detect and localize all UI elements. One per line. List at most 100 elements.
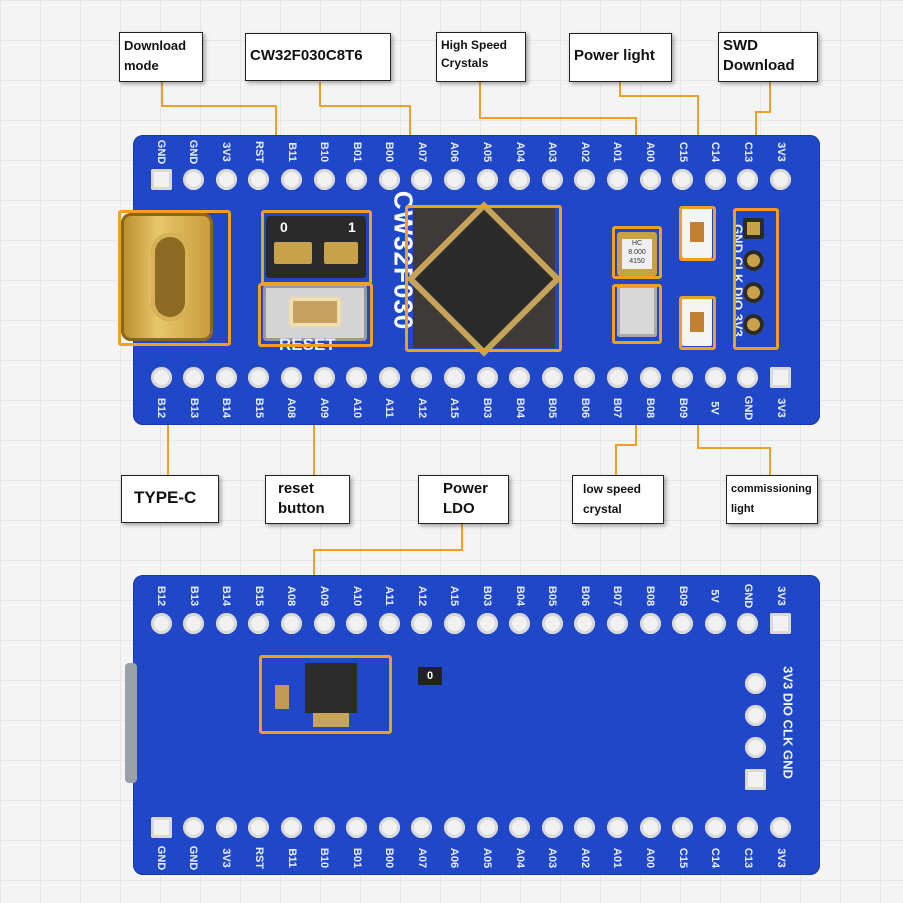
highlight-debug-led (679, 296, 716, 350)
usb-c-connector (121, 213, 213, 341)
header-pin (476, 367, 498, 388)
pin-label: 3V3 (774, 398, 787, 418)
pin-label: GND (154, 845, 167, 871)
callout-high-speed-crystals: High Speed Crystals (436, 32, 526, 82)
pin-label: B07 (611, 585, 624, 607)
pin-label: GND (187, 139, 200, 165)
header-pin (411, 169, 433, 190)
pin-label: B15 (252, 397, 265, 419)
header-pin (280, 817, 302, 838)
header-pin (280, 367, 302, 388)
header-pin (704, 169, 726, 190)
header-pin (672, 169, 694, 190)
pin-label: GND (741, 583, 754, 609)
header-pin (509, 817, 531, 838)
header-pin (672, 817, 694, 838)
header-pin (574, 169, 596, 190)
pin-label: B13 (187, 585, 200, 607)
jumper-label-0: 0 (280, 219, 288, 235)
pin-label: A06 (448, 847, 461, 869)
header-pin (215, 613, 237, 634)
header-pin (606, 367, 628, 388)
header-pin (280, 169, 302, 190)
header-pin (183, 169, 205, 190)
pin-label: B00 (383, 847, 396, 869)
header-pin (346, 817, 368, 838)
pin-label: A04 (513, 847, 526, 869)
header-pin (443, 169, 465, 190)
pin-label: A11 (383, 586, 396, 606)
pin-label: A10 (350, 585, 363, 607)
pin-label: B09 (676, 585, 689, 607)
highlight-usb-c (118, 210, 231, 346)
callout-power-light: Power light (569, 33, 672, 82)
callout-swd-download: SWD Download (718, 32, 818, 82)
pin-label: A06 (448, 141, 461, 163)
pin-label: B11 (285, 142, 298, 162)
header-pin (639, 367, 661, 388)
header-pin (378, 169, 400, 190)
header-pin (639, 817, 661, 838)
header-pin (183, 817, 205, 838)
pin-label: GND (741, 395, 754, 421)
swd-pin (743, 218, 764, 239)
header-pin (411, 367, 433, 388)
pin-label: A11 (383, 398, 396, 418)
header-pin (150, 817, 172, 838)
highlight-lse (612, 284, 662, 344)
header-pin (737, 613, 759, 634)
pin-label: B11 (285, 848, 298, 868)
header-pin (541, 169, 563, 190)
pin-label: B13 (187, 397, 200, 419)
highlight-jumper (261, 210, 372, 285)
header-pin (215, 169, 237, 190)
callout-power-ldo: Power LDO (418, 475, 509, 524)
header-pin (606, 613, 628, 634)
pin-label: 3V3 (774, 848, 787, 868)
header-pin (248, 817, 270, 838)
pin-label: A09 (318, 585, 330, 607)
header-pin (378, 817, 400, 838)
callout-reset-button: reset button (265, 475, 350, 524)
pin-label: A02 (578, 141, 591, 163)
header-pin (737, 169, 759, 190)
pin-label: A00 (644, 847, 656, 869)
header-pin (346, 367, 368, 388)
header-pin (183, 613, 205, 634)
header-pin (476, 817, 498, 838)
pin-label: B01 (350, 141, 363, 163)
header-pin (378, 613, 400, 634)
header-pin (280, 613, 302, 634)
pin-label: 3V3 (774, 586, 787, 606)
header-pin (346, 613, 368, 634)
pin-label: C14 (709, 141, 722, 163)
header-pin (248, 613, 270, 634)
header-pin (541, 367, 563, 388)
header-pin (574, 613, 596, 634)
header-pin (313, 367, 335, 388)
pin-label: A01 (611, 847, 624, 869)
header-pin (509, 169, 531, 190)
ldo-regulator (265, 655, 387, 733)
pin-label: C13 (741, 141, 754, 163)
header-pin (509, 367, 531, 388)
pin-label: B10 (318, 847, 330, 869)
header-pin (215, 367, 237, 388)
pin-label: 3V3 (220, 848, 233, 868)
header-pin (704, 613, 726, 634)
pin-label: A07 (415, 141, 428, 163)
highlight-mcu (405, 205, 562, 352)
callout-commissioning-light: commissioning light (726, 475, 818, 524)
pin-label: 5V (709, 589, 722, 603)
pin-label: A10 (350, 397, 363, 419)
highlight-ldo (259, 655, 392, 734)
header-pin (541, 817, 563, 838)
pin-label: RST (252, 141, 265, 163)
pin-label: A12 (415, 585, 428, 607)
pin-label: A15 (448, 397, 461, 419)
header-pin (639, 169, 661, 190)
reset-button[interactable] (263, 285, 367, 341)
header-pin (378, 367, 400, 388)
pin-label: A09 (318, 397, 330, 419)
